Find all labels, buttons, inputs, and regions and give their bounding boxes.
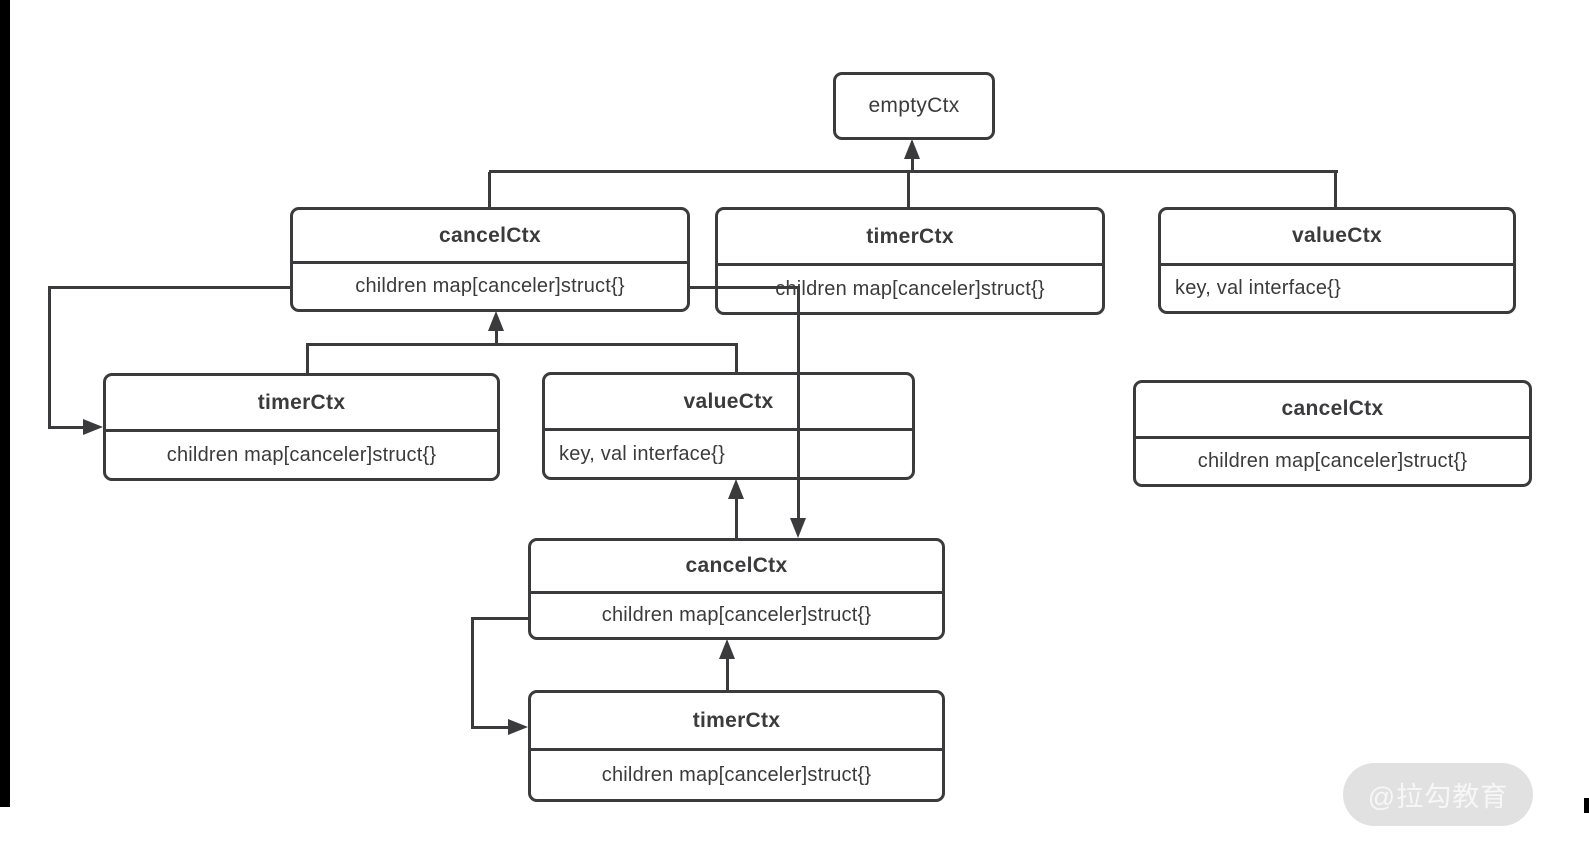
node-cancelctx-top-left: cancelCtx children map[canceler]struct{} [290,207,690,312]
connector-bottomloop-horizontal-top [471,617,528,620]
arrowhead-to-emptyctx [904,139,920,159]
arrowhead-to-timerctx-bottom [508,719,528,735]
connector-top-stub-value [1334,172,1337,208]
arrowhead-to-cancelctx-topleft [488,311,504,331]
node-valuectx-mid-title: valueCtx [683,389,774,413]
node-timerctx-bottom-body: children map[canceler]struct{} [531,748,942,799]
connector-emptyctx-arrow-line [911,156,914,173]
node-emptyctx: emptyCtx [833,72,995,140]
node-valuectx-top-right-body: key, val interface{} [1161,262,1513,311]
node-cancelctx-top-left-title: cancelCtx [439,223,541,247]
connector-drop-vertical [797,286,800,520]
connector-drop-horizontal [690,286,800,289]
watermark-label: @拉勾教育 [1367,782,1509,812]
arrowhead-to-cancelctx-middle [790,518,806,538]
left-edge-strip [0,0,10,807]
connector-leftloop-horizontal-bottom [48,426,85,429]
connector-top-stub-timer [907,172,910,208]
connector-bottomloop-vertical [471,617,474,729]
node-cancelctx-middle-body: children map[canceler]struct{} [531,590,942,637]
connector-top-stub-cancel [488,172,491,208]
arrowhead-to-valuectx-mid [728,479,744,499]
node-valuectx-mid: valueCtx key, val interface{} [542,372,915,480]
node-timerctx-mid-left-body: children map[canceler]struct{} [106,429,497,478]
node-cancelctx-middle-title: cancelCtx [685,553,788,577]
node-valuectx-top-right-title: valueCtx [1292,224,1382,248]
connector-timerbottom-cancelmid-line [726,657,729,690]
node-cancelctx-middle: cancelCtx children map[canceler]struct{} [528,538,945,640]
node-timerctx-bottom-title: timerCtx [692,708,781,732]
node-cancelctx-bottom-right-body: children map[canceler]struct{} [1136,435,1529,484]
node-timerctx-top: timerCtx children map[canceler]struct{} [715,207,1105,315]
connector-cancelctx-arrow-line [495,330,498,345]
node-timerctx-top-body: children map[canceler]struct{} [718,263,1102,312]
right-edge-artifact [1584,798,1589,813]
node-valuectx-mid-body: key, val interface{} [545,428,912,477]
node-timerctx-mid-left: timerCtx children map[canceler]struct{} [103,373,500,481]
node-valuectx-top-right: valueCtx key, val interface{} [1158,207,1516,314]
connector-mid-horizontal [306,343,738,346]
connector-mid-stub-value [735,345,738,373]
connector-leftloop-horizontal-top [48,286,290,289]
connector-mid-stub-timer [306,345,309,374]
node-cancelctx-bottom-right-title: cancelCtx [1281,397,1384,421]
arrowhead-to-timerctx-midleft [83,419,103,435]
node-timerctx-mid-left-title: timerCtx [257,390,346,414]
watermark-badge: @拉勾教育 [1343,763,1533,826]
node-cancelctx-bottom-right: cancelCtx children map[canceler]struct{} [1133,380,1532,487]
node-timerctx-top-title: timerCtx [866,224,954,248]
connector-cancelmid-valuemid-line [735,498,738,538]
arrowhead-to-cancelctx-mid-bottom [719,639,735,659]
node-cancelctx-top-left-body: children map[canceler]struct{} [293,261,687,309]
connector-leftloop-vertical [48,286,51,429]
node-timerctx-bottom: timerCtx children map[canceler]struct{} [528,690,945,802]
node-emptyctx-title: emptyCtx [868,94,960,117]
connector-bottomloop-horizontal-bottom [471,726,510,729]
